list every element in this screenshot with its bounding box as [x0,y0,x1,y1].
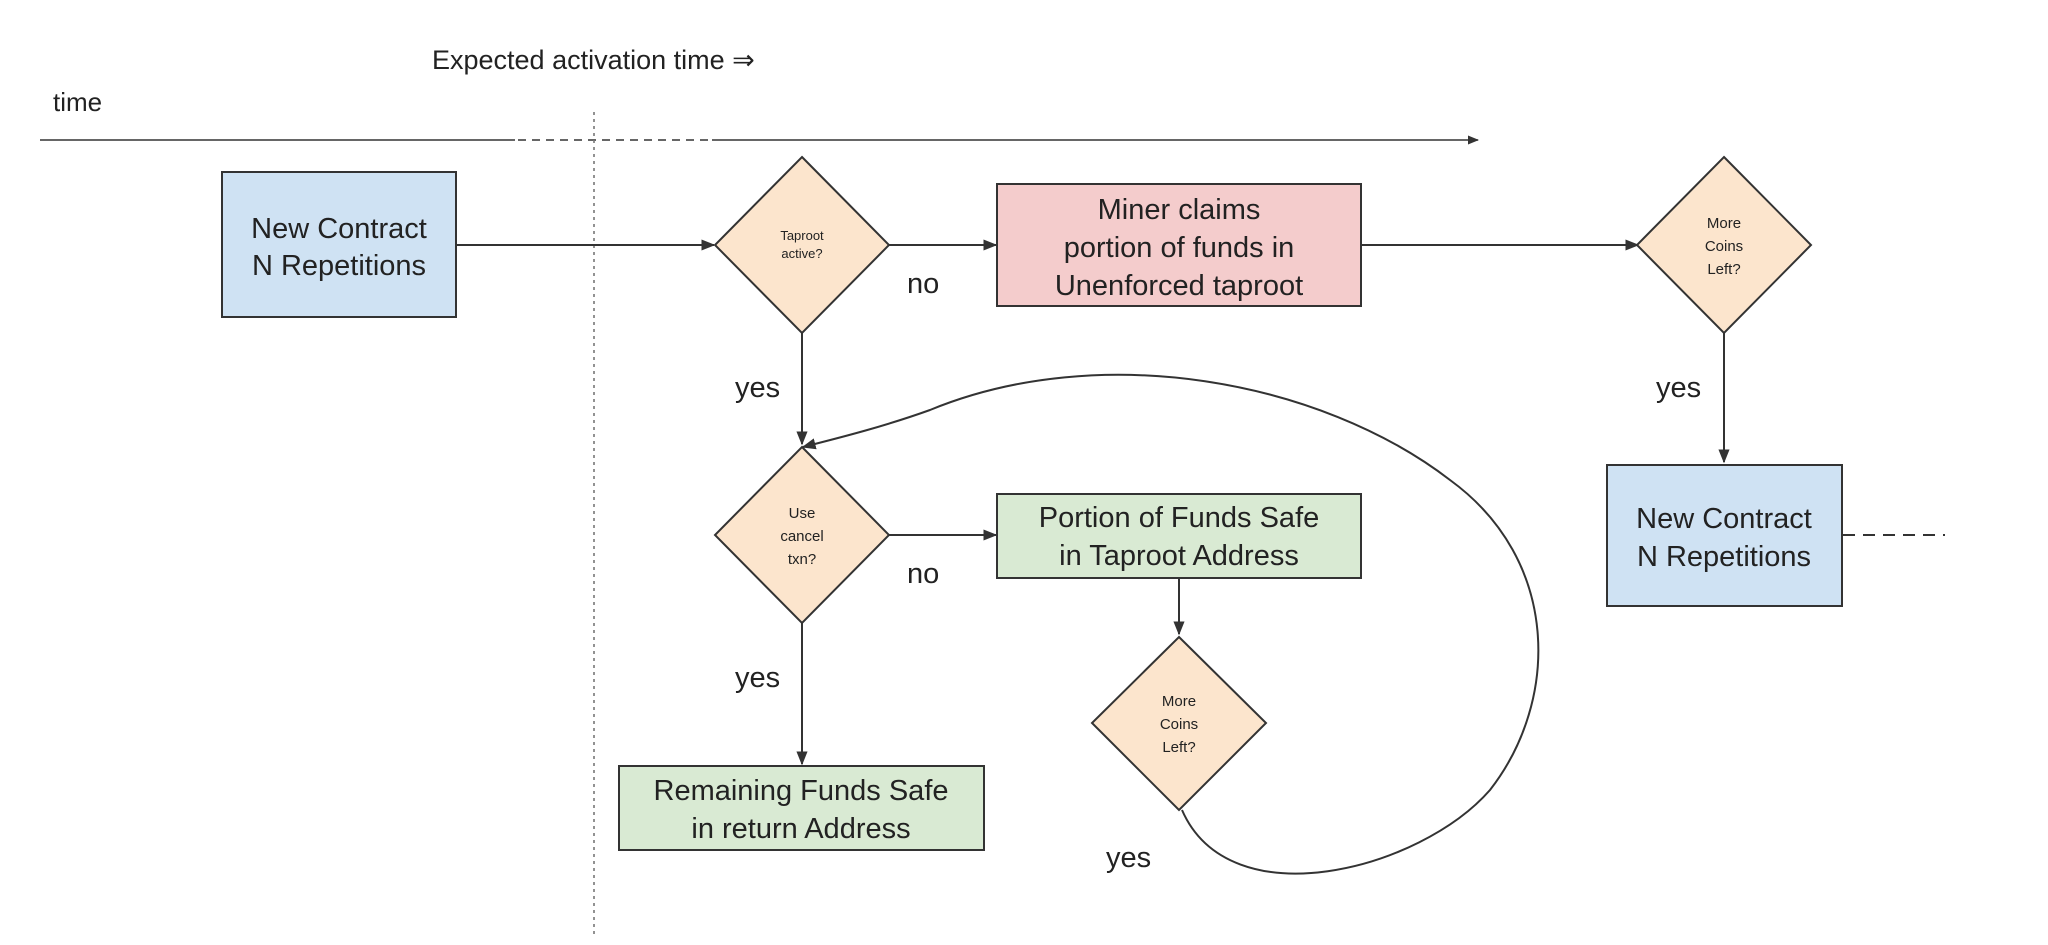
portion-funds-line2: in Taproot Address [1059,540,1299,572]
more-coins-mid-decision: More Coins Left? [1090,635,1268,812]
new-contract-next-line1: New Contract [1636,503,1812,535]
use-cancel-line2: cancel [780,528,823,545]
more-coins-mid-line3: Left? [1162,739,1195,756]
more-coins-top-decision: More Coins Left? [1635,155,1813,335]
taproot-yes-label: yes [735,372,780,404]
portion-funds-line1: Portion of Funds Safe [1039,502,1320,534]
more-coins-mid-line1: More [1162,693,1196,710]
miner-claims-line1: Miner claims [1098,194,1261,226]
use-cancel-line1: Use [789,505,816,522]
new-contract-next-box: New Contract N Repetitions [1606,464,1843,607]
taproot-active-decision: Taproot active? [713,155,891,335]
miner-claims-box: Miner claims portion of funds in Unenfor… [996,183,1362,307]
more-coins-top-line2: Coins [1705,238,1743,255]
use-cancel-line3: txn? [788,551,816,568]
edge-morecoins-loop-back [801,373,1540,875]
remaining-funds-line1: Remaining Funds Safe [654,775,949,807]
portion-funds-safe-box: Portion of Funds Safe in Taproot Address [996,493,1362,579]
more-coins-mid-line2: Coins [1160,716,1198,733]
connectors [457,239,1945,875]
cancel-yes-label: yes [735,662,780,694]
new-contract-start-line1: New Contract [251,213,427,245]
more-coins-top-line1: More [1707,215,1741,232]
taproot-active-line2: active? [781,246,822,261]
use-cancel-decision: Use cancel txn? [713,445,891,625]
remaining-funds-line2: in return Address [691,813,910,845]
taproot-active-line1: Taproot [780,228,824,243]
time-axis-label: time [53,87,102,117]
new-contract-start-line2: N Repetitions [252,250,426,282]
taproot-no-label: no [907,268,939,300]
new-contract-next-line2: N Repetitions [1637,541,1811,573]
cancel-no-label: no [907,558,939,590]
miner-claims-line2: portion of funds in [1064,232,1295,264]
remaining-funds-safe-box: Remaining Funds Safe in return Address [618,765,985,851]
activation-time-label: Expected activation time ⇒ [432,45,755,75]
more-coins-top-yes-label: yes [1656,372,1701,404]
more-coins-mid-yes-label: yes [1106,842,1151,874]
miner-claims-line3: Unenforced taproot [1055,270,1303,302]
new-contract-start-box: New Contract N Repetitions [221,171,457,318]
more-coins-top-line3: Left? [1707,261,1740,278]
